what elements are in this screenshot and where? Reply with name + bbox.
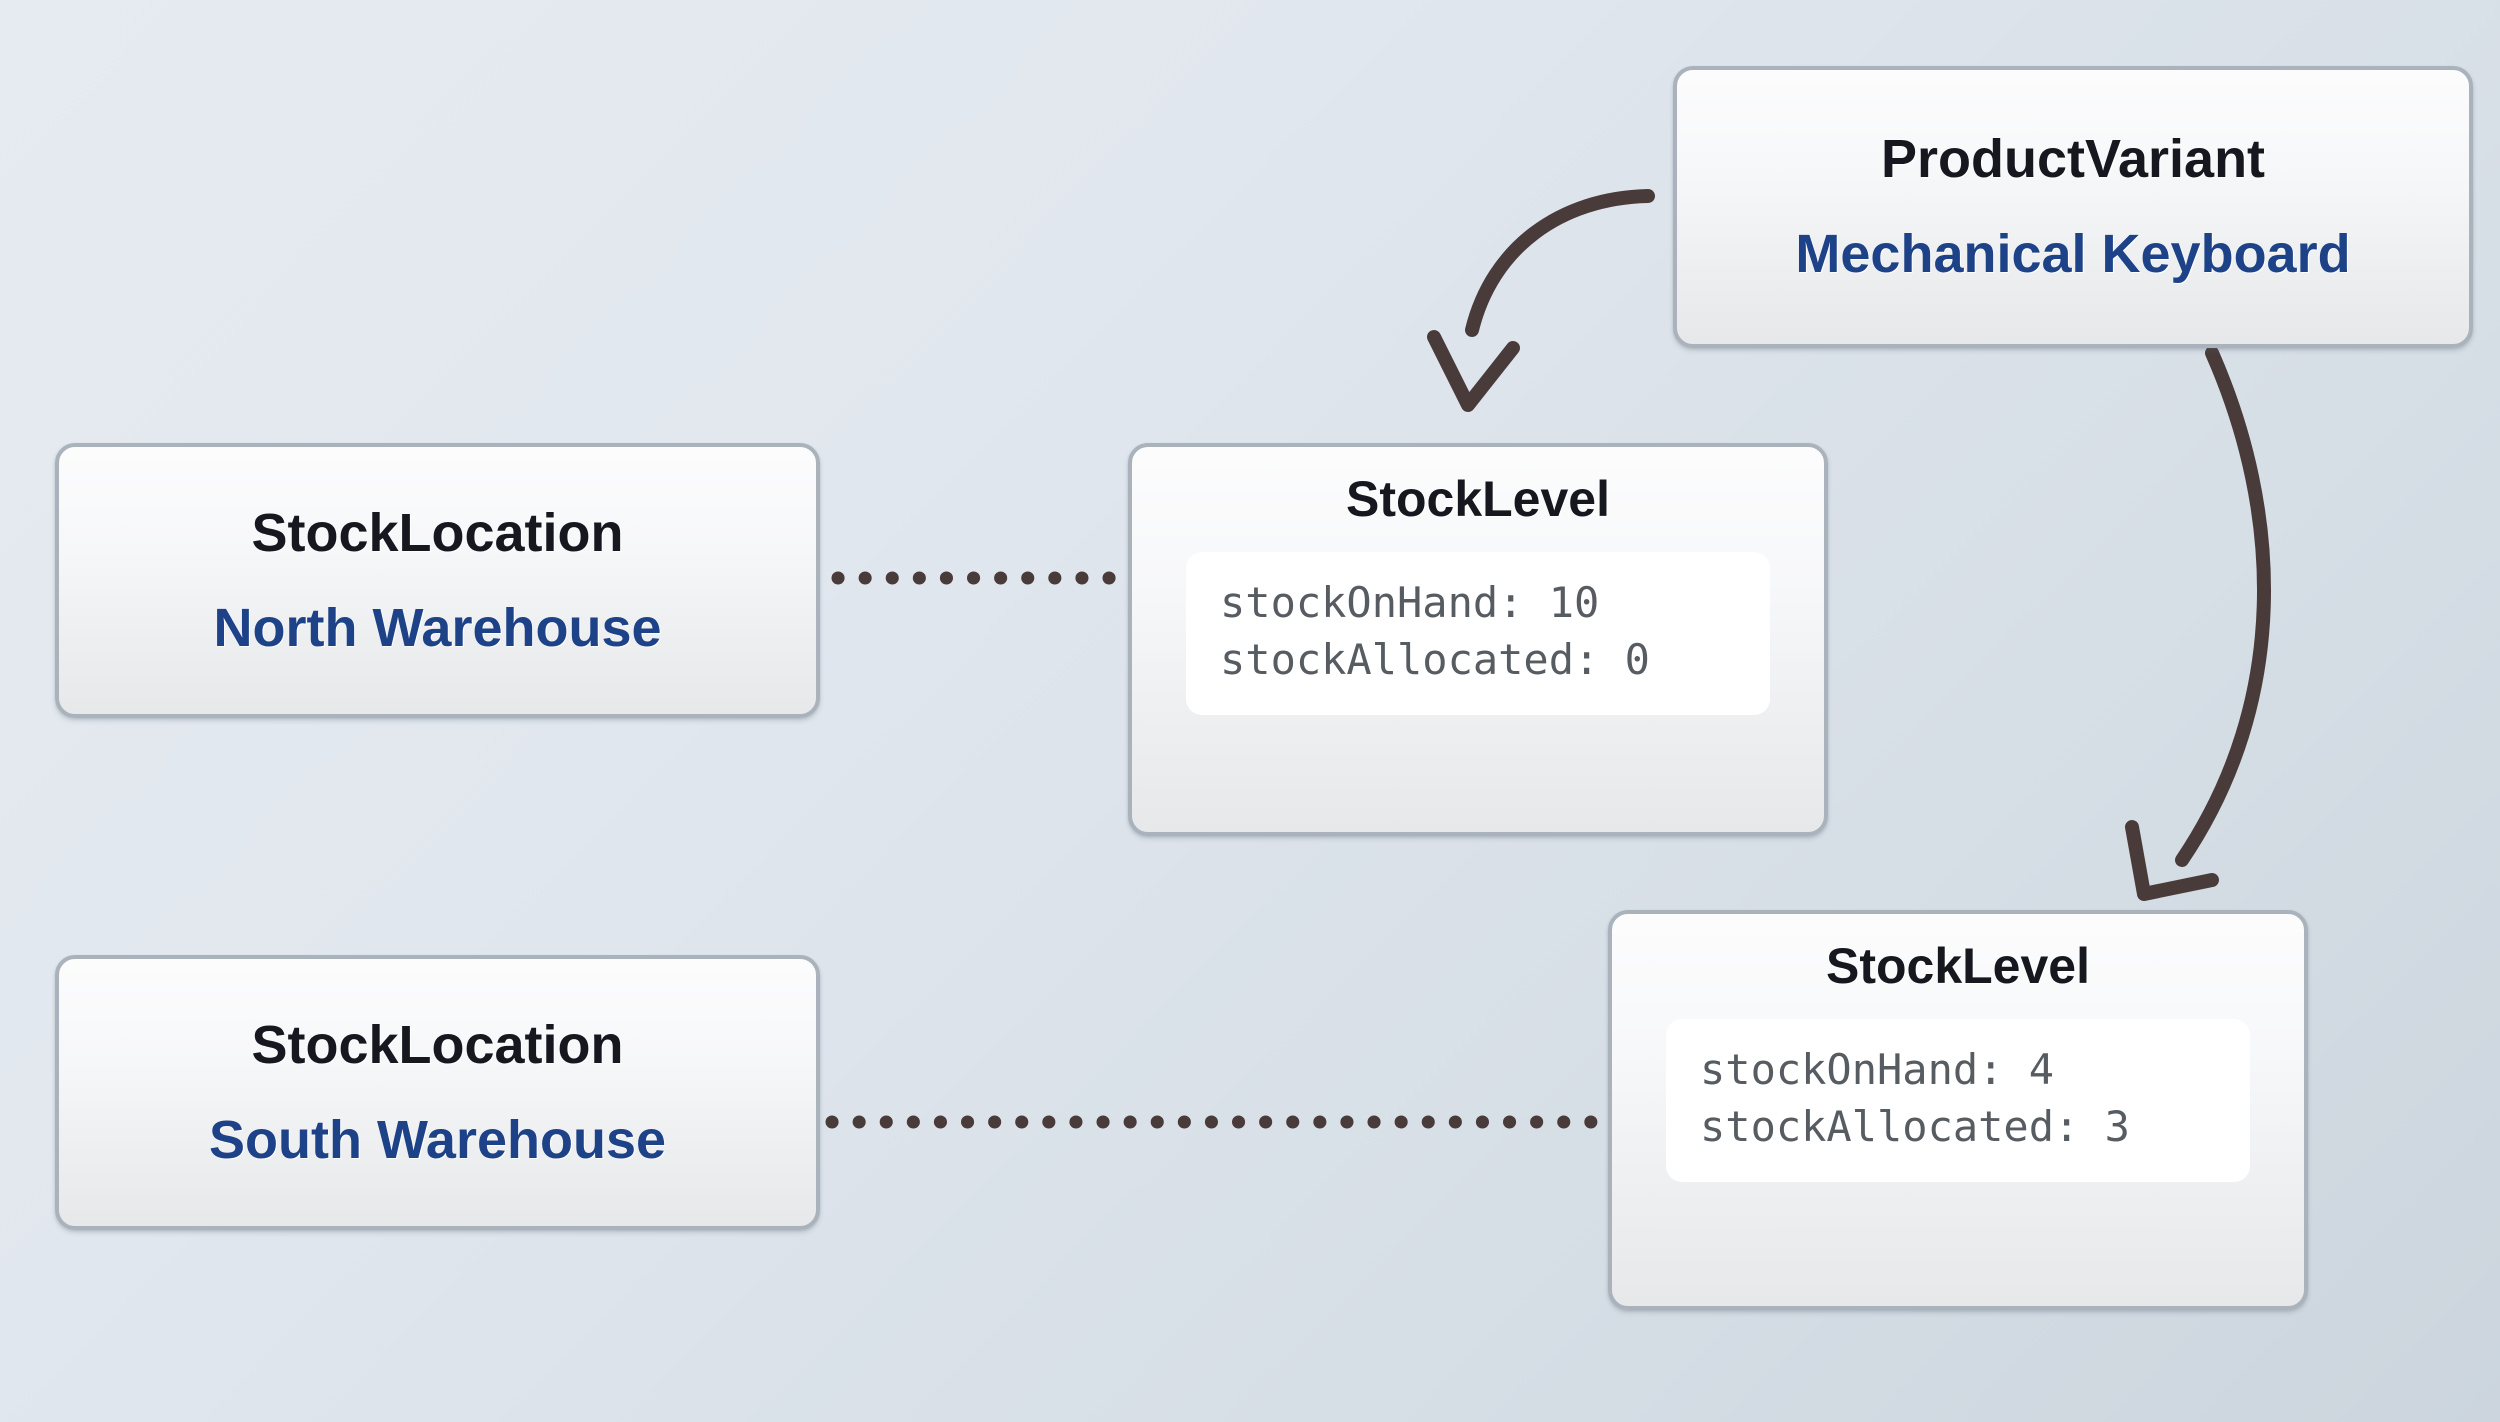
node-stocklevel-north[interactable]: StockLevel stockOnHand: 10 stockAllocate…: [1128, 443, 1828, 836]
node-stocklocation-north[interactable]: StockLocation North Warehouse: [55, 443, 820, 718]
node-productvariant[interactable]: ProductVariant Mechanical Keyboard: [1673, 66, 2473, 348]
node-stocklocation-south[interactable]: StockLocation South Warehouse: [55, 955, 820, 1230]
node-type-label: StockLocation: [251, 502, 624, 563]
node-fields: stockOnHand: 10 stockAllocated: 0: [1186, 551, 1770, 716]
node-type-label: StockLocation: [251, 1014, 624, 1075]
node-type-label: ProductVariant: [1880, 129, 2266, 190]
field-stock-on-hand: stockOnHand: 10: [1220, 577, 1600, 627]
edge-variant-to-level-south: [2125, 346, 2271, 901]
node-name-label: North Warehouse: [213, 597, 662, 658]
node-name-label: South Warehouse: [208, 1109, 667, 1170]
field-stock-allocated: stockAllocated: 0: [1220, 635, 1650, 685]
node-name-label: Mechanical Keyboard: [1795, 224, 2351, 284]
field-stock-on-hand: stockOnHand: 4: [1700, 1044, 2055, 1094]
field-stock-allocated: stockAllocated: 3: [1700, 1102, 2130, 1152]
edge-variant-to-level-north: [1427, 189, 1655, 412]
node-type-label: StockLevel: [1345, 471, 1610, 527]
node-type-label: StockLevel: [1825, 938, 2090, 994]
node-fields: stockOnHand: 4 stockAllocated: 3: [1666, 1018, 2250, 1183]
node-stocklevel-south[interactable]: StockLevel stockOnHand: 4 stockAllocated…: [1608, 910, 2308, 1310]
